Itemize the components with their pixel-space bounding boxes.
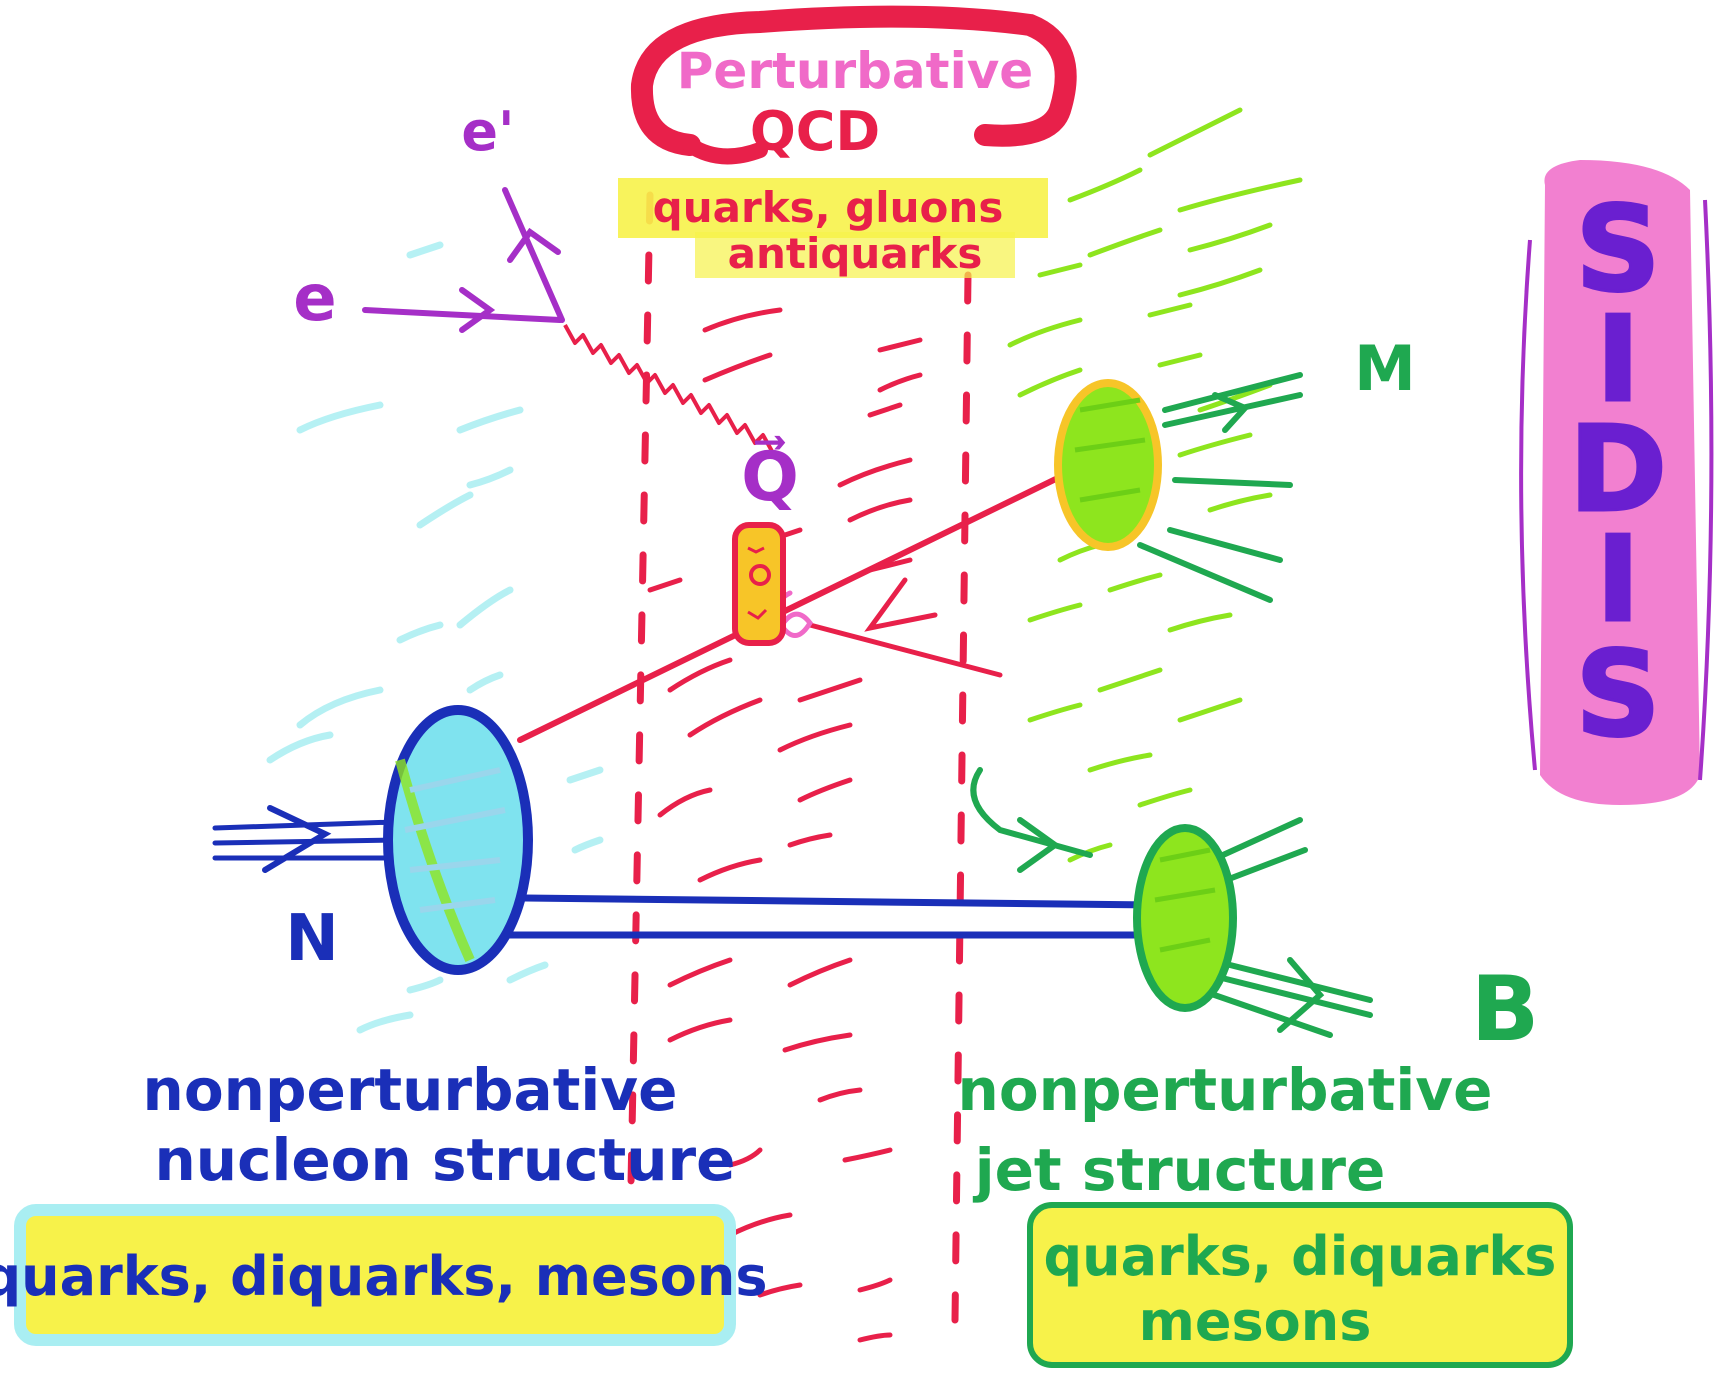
nucleon-region-line2: nucleon structure	[155, 1126, 736, 1194]
photon-momentum-label: Q⃗	[741, 436, 799, 517]
virtual-photon	[565, 325, 773, 453]
jet-region-content-line2: mesons	[1139, 1290, 1372, 1353]
perturbative-subtitle: QCD	[750, 100, 880, 163]
antiquark-line	[810, 580, 1000, 675]
partons-line2: antiquarks	[728, 229, 983, 278]
jet-region-line1: nonperturbative	[958, 1056, 1493, 1124]
meson-label: M	[1354, 332, 1416, 405]
incoming-nucleon-lines	[215, 808, 395, 870]
nucleon-region-content: quarks, diquarks, mesons	[0, 1245, 767, 1308]
electron-lines	[365, 190, 562, 330]
spectator-lines	[505, 898, 1150, 935]
interaction-vertex	[735, 525, 783, 643]
jet-region-content-line1: quarks, diquarks	[1044, 1225, 1557, 1288]
partons-line1: quarks, gluons	[653, 183, 1004, 232]
electron-in-label: e	[293, 262, 336, 336]
nucleon-label: N	[285, 902, 339, 976]
electron-out-label: e'	[461, 100, 514, 163]
nucleon-blob	[388, 710, 528, 970]
baryon-label: B	[1471, 957, 1540, 1062]
jet-region-line2: jet structure	[973, 1136, 1386, 1204]
sidis-letters: S I D I S	[1569, 180, 1667, 763]
nucleon-region-line1: nonperturbative	[143, 1056, 678, 1124]
meson-blob	[1058, 375, 1300, 600]
perturbative-title: Perturbative	[677, 42, 1033, 100]
sidis-letter-s2: S	[1576, 625, 1661, 763]
